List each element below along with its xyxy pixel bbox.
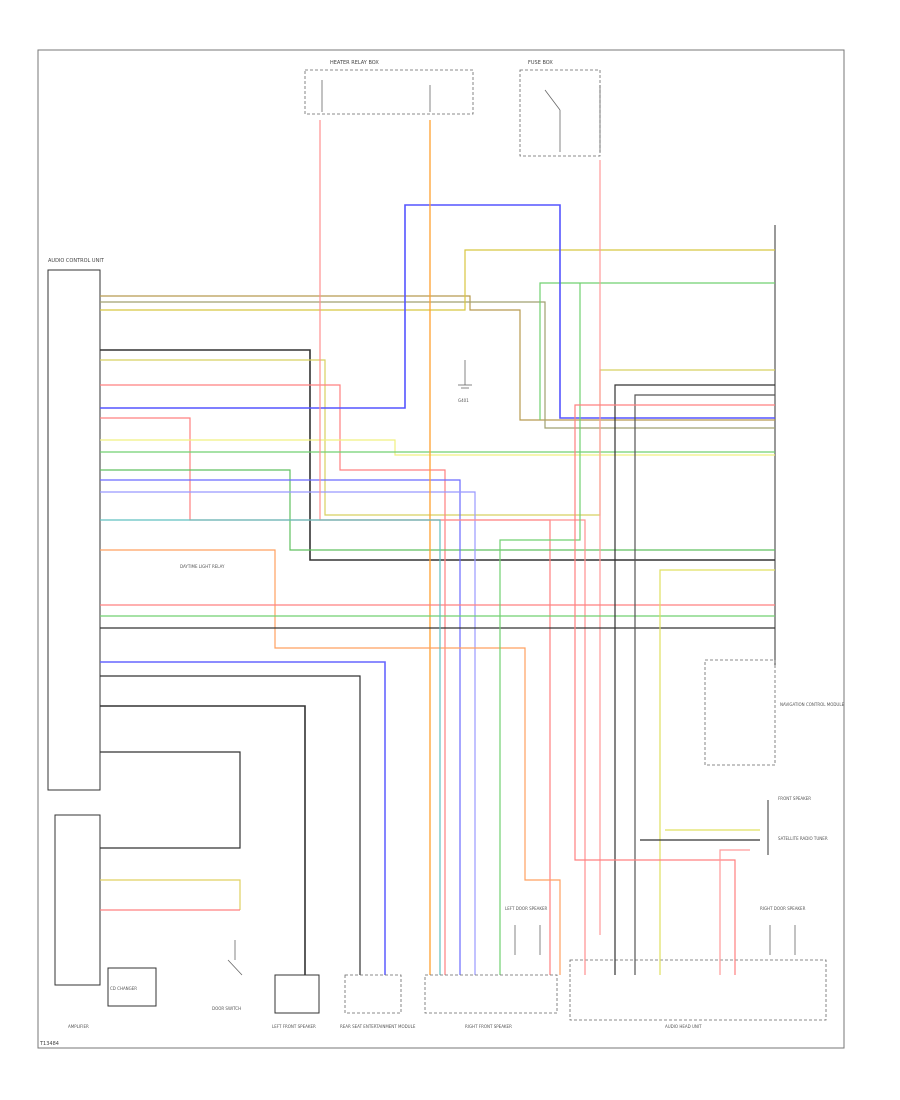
daytime-light-label: DAYTIME LIGHT RELAY <box>180 564 225 569</box>
audio-ground: G401 <box>458 360 472 403</box>
door-switch-label: DOOR SWITCH <box>212 1006 241 1011</box>
rear-seat-module: REAR SEAT ENTERTAINMENT MODULE <box>340 974 416 1029</box>
right-door-speaker: RIGHT DOOR SPEAKER <box>760 906 806 955</box>
right-door-speaker-label: RIGHT DOOR SPEAKER <box>760 906 806 911</box>
satellite-radio: SATELLITE RADIO TUNER <box>767 800 828 855</box>
audio-control-unit-label: AUDIO CONTROL UNIT <box>48 258 105 264</box>
left-door-speaker: LEFT DOOR SPEAKER <box>505 906 547 955</box>
fuse-box-top-right: FUSE BOX <box>519 60 601 157</box>
cd-changer-label: CD CHANGER <box>110 986 137 991</box>
satellite-radio-label: SATELLITE RADIO TUNER <box>778 836 828 841</box>
rear-seat-module-label: REAR SEAT ENTERTAINMENT MODULE <box>340 1024 416 1029</box>
wires <box>100 120 775 975</box>
navigation-unit: NAVIGATION CONTROL MODULE <box>704 659 845 766</box>
front-speaker-r-label: FRONT SPEAKER <box>778 796 811 801</box>
right-front-speaker: RIGHT FRONT SPEAKER <box>424 974 558 1029</box>
left-front-speaker: LEFT FRONT SPEAKER <box>272 974 320 1029</box>
navigation-unit-label: NAVIGATION CONTROL MODULE <box>780 702 845 707</box>
front-speaker-r: FRONT SPEAKER <box>778 796 811 801</box>
cd-changer: CD CHANGER <box>107 967 157 1007</box>
left-door-speaker-label: LEFT DOOR SPEAKER <box>505 906 547 911</box>
footer-code: T13484 <box>39 1041 59 1047</box>
door-switch: DOOR SWITCH <box>212 940 243 1011</box>
left-front-speaker-label: LEFT FRONT SPEAKER <box>272 1024 316 1029</box>
amplifier-label: AMPLIFIER <box>68 1024 89 1029</box>
diagram-frame <box>37 49 845 1049</box>
amplifier: AMPLIFIER <box>54 814 101 1029</box>
fuse-box-top-right-label: FUSE BOX <box>528 60 553 66</box>
daytime-light: DAYTIME LIGHT RELAY <box>180 564 225 569</box>
audio-head-unit-label: AUDIO HEAD UNIT <box>665 1024 702 1029</box>
heater-relay-box: HEATER RELAY BOX <box>304 60 474 115</box>
audio-control-unit: AUDIO CONTROL UNIT <box>47 258 105 791</box>
audio-head-unit: AUDIO HEAD UNIT <box>569 225 827 1029</box>
right-front-speaker-label: RIGHT FRONT SPEAKER <box>465 1024 512 1029</box>
heater-relay-box-label: HEATER RELAY BOX <box>330 60 379 66</box>
audio-ground-label: G401 <box>458 398 469 403</box>
